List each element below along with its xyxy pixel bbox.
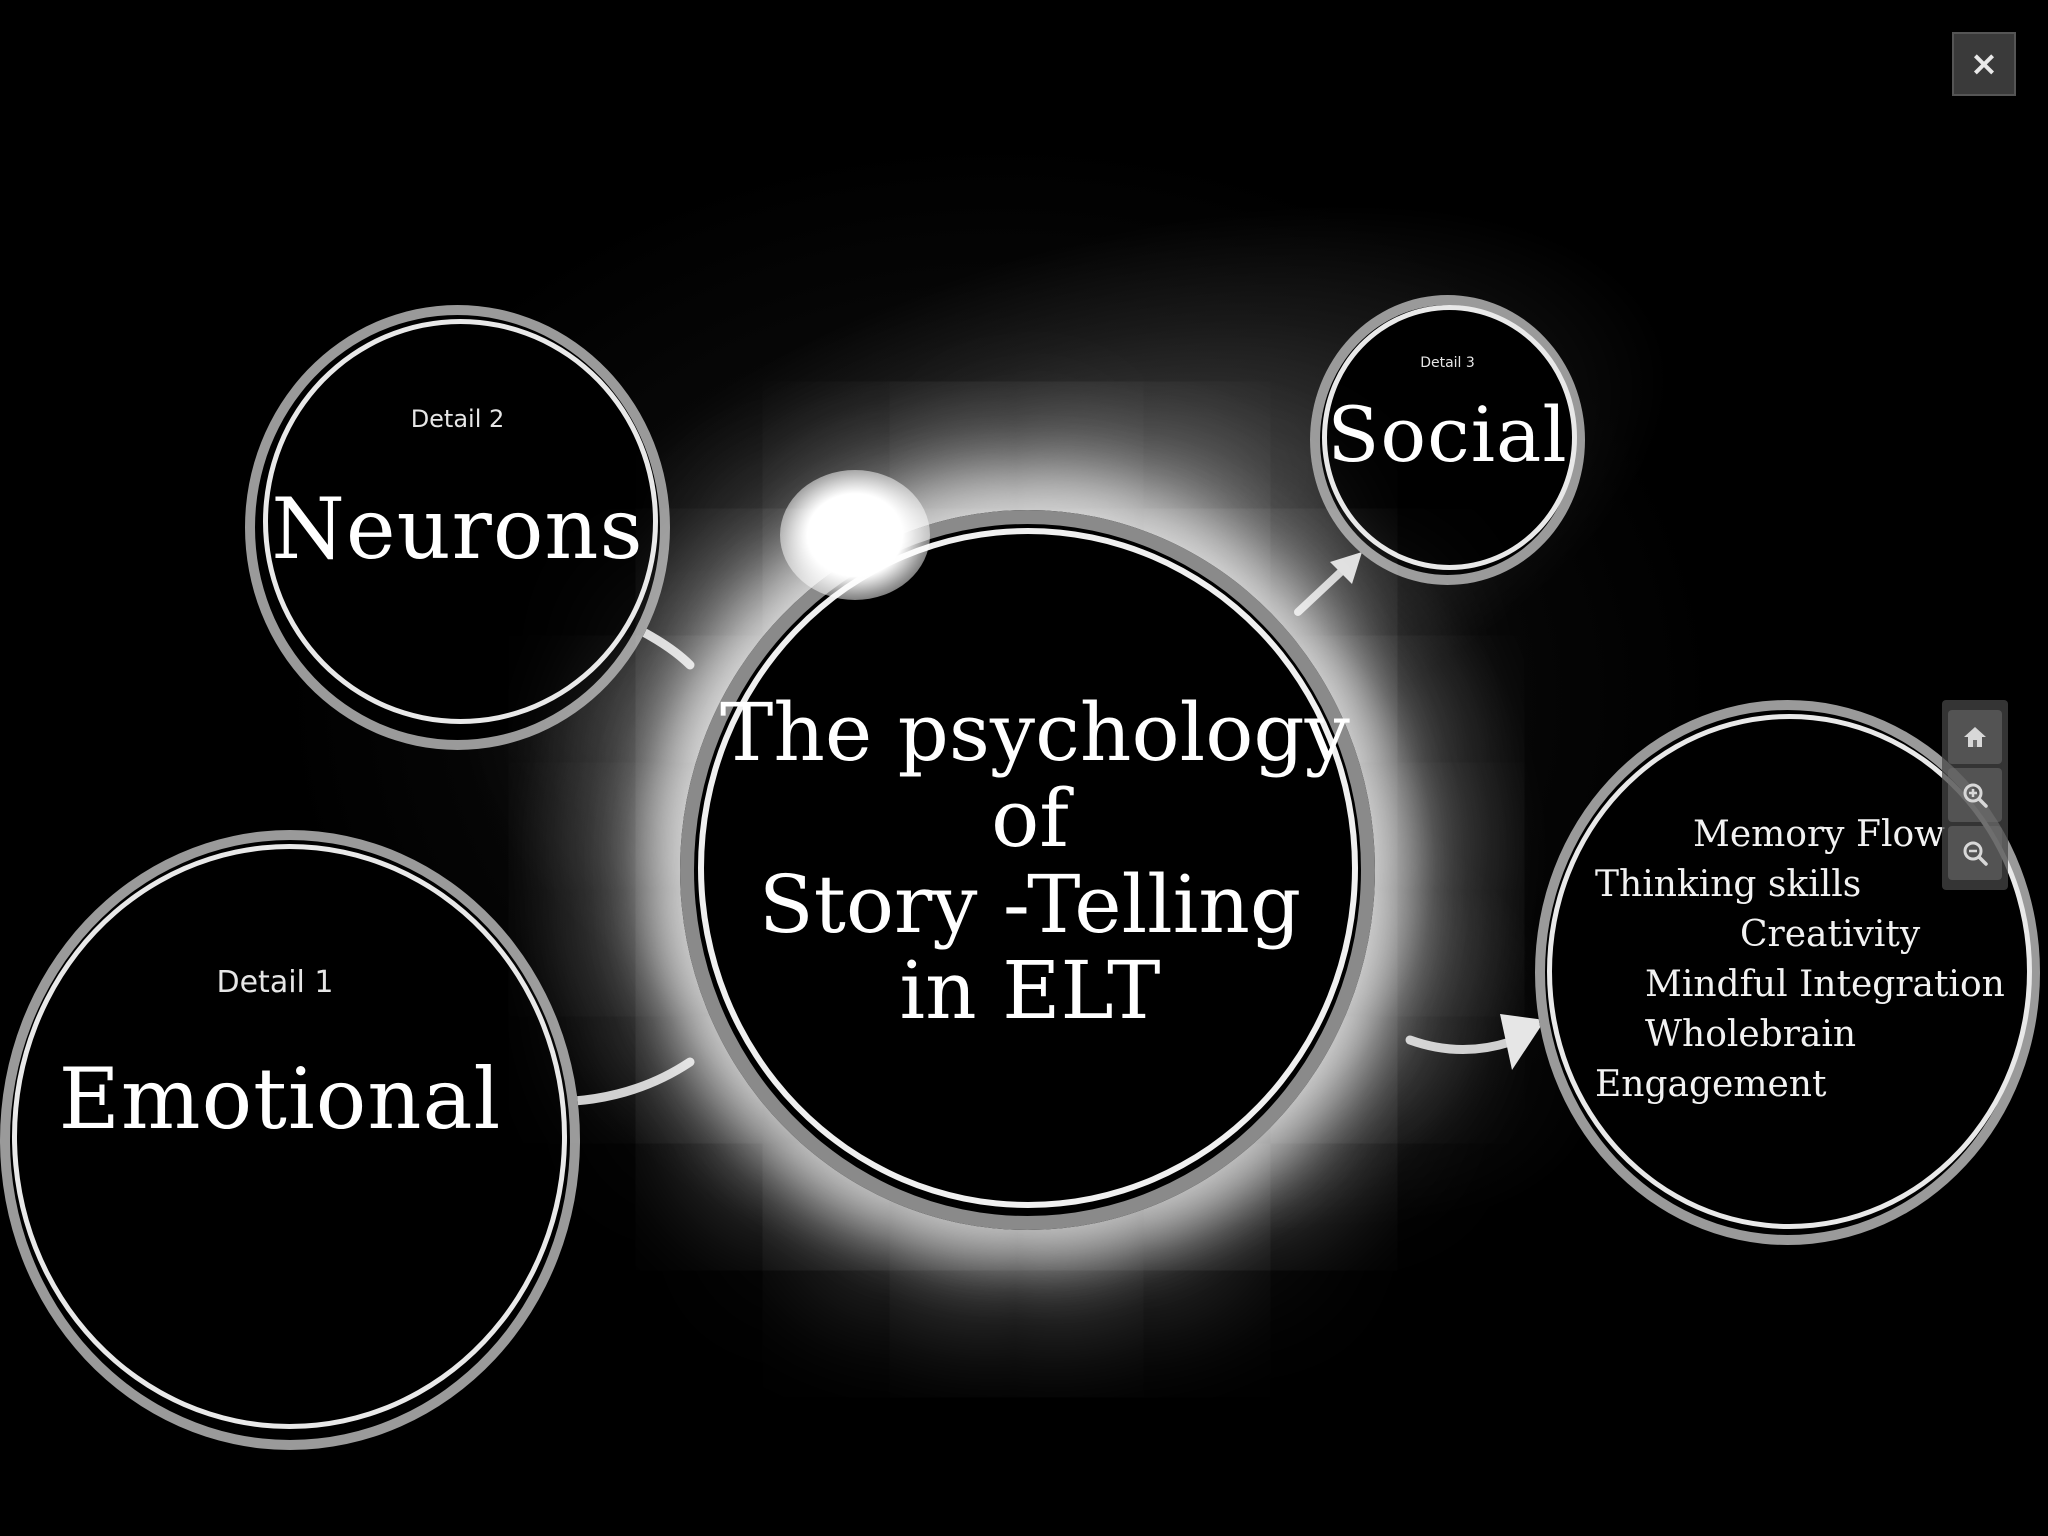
keyword-line: Creativity [1740,914,1921,955]
zoom-controls [1942,700,2008,890]
title-line: The psychology [720,686,1350,779]
presentation-title: The psychology of Story -Telling in ELT [720,686,1350,1037]
neurons-caption: Detail 2 [410,405,505,433]
eclipse-flare [780,470,930,600]
neurons-title: Neurons [271,480,644,578]
keyword-line: Engagement [1595,1064,1827,1105]
arrow-to-keywords [1405,1014,1545,1070]
emotional-title: Emotional [58,1050,502,1148]
social-ring-outer [1310,295,1585,585]
zoom-in-button[interactable] [1948,768,2002,822]
neurons-ring-outer [245,305,670,750]
neurons-node[interactable]: Detail 2 Neurons [245,305,670,750]
zoom-out-button[interactable] [1948,826,2002,880]
emotional-node[interactable]: Detail 1 Emotional [0,830,580,1450]
title-line: Story -Telling [758,858,1302,951]
emotional-caption: Detail 1 [216,965,334,1000]
social-ring-inner [1322,305,1577,570]
title-line: in ELT [899,944,1161,1037]
emotional-ring-inner [12,844,567,1429]
home-icon [1964,727,1986,747]
keywords-list: Memory Flow Thinking skills Creativity M… [1595,810,2005,1110]
social-title: Social [1327,390,1568,479]
zoom-out-icon [1963,841,1988,866]
keywords-ring-outer [1535,700,2040,1245]
zoom-in-icon [1963,783,1988,808]
close-button[interactable]: × [1952,32,2016,96]
home-button[interactable] [1948,710,2002,764]
title-line: of [991,772,1069,865]
keyword-line: Wholebrain [1645,1014,1857,1055]
keyword-line: Mindful Integration [1645,964,2005,1005]
social-caption: Detail 3 [1420,355,1475,371]
neurons-ring-inner [263,319,658,724]
central-ring-inner [698,528,1358,1208]
keyword-line: Memory Flow [1693,814,1945,855]
keywords-ring-inner [1547,714,2032,1229]
keyword-line: Thinking skills [1595,864,1862,905]
emotional-ring-outer [0,830,580,1450]
close-icon: × [1969,44,1999,84]
social-node[interactable]: Detail 3 Social [1310,295,1585,585]
